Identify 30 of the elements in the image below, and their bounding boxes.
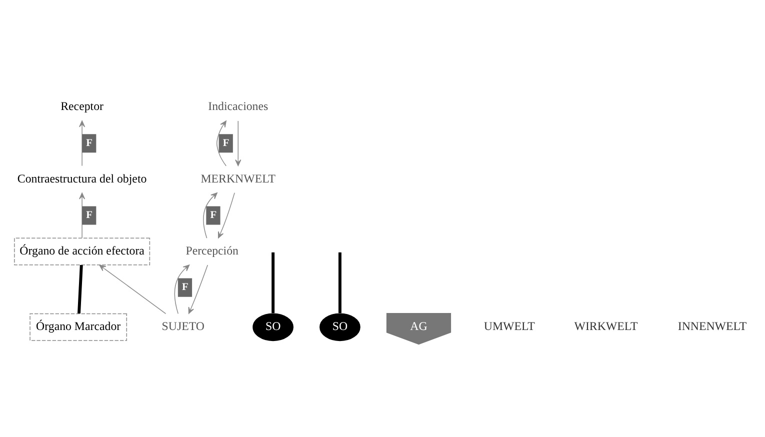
arrow — [174, 264, 190, 314]
connector — [338, 252, 342, 313]
edge-label: F — [222, 137, 230, 148]
arrow — [218, 192, 235, 238]
label: INNENWELT — [678, 318, 747, 332]
node-box: Órgano Marcador — [30, 312, 128, 340]
arrow — [99, 264, 166, 314]
connector — [272, 252, 275, 313]
connector — [78, 264, 83, 314]
label: UMWELT — [484, 318, 535, 332]
arrow — [235, 120, 242, 166]
edge-label: F — [86, 209, 93, 220]
node-ellipse: SO — [320, 312, 360, 341]
node-text: MERKNWELT — [200, 170, 276, 185]
edge-label: F — [86, 137, 93, 148]
node-text: SUJETO — [162, 318, 204, 332]
node-text: Contraestructura del objeto — [17, 170, 147, 185]
arrow — [79, 120, 86, 166]
node-box: Órgano de acción efectora — [14, 237, 150, 265]
edge-label: F — [210, 209, 217, 220]
node-ellipse: SO — [252, 312, 294, 341]
label: WIRKWELT — [574, 318, 638, 332]
edge-label: F — [182, 281, 188, 292]
arrow — [203, 192, 218, 238]
arrow — [216, 120, 226, 166]
node-text: Indicaciones — [208, 98, 268, 113]
node-text: Receptor — [60, 98, 104, 113]
node-text: Percepción — [186, 242, 238, 257]
arrow — [188, 264, 208, 314]
arrow — [79, 192, 86, 238]
